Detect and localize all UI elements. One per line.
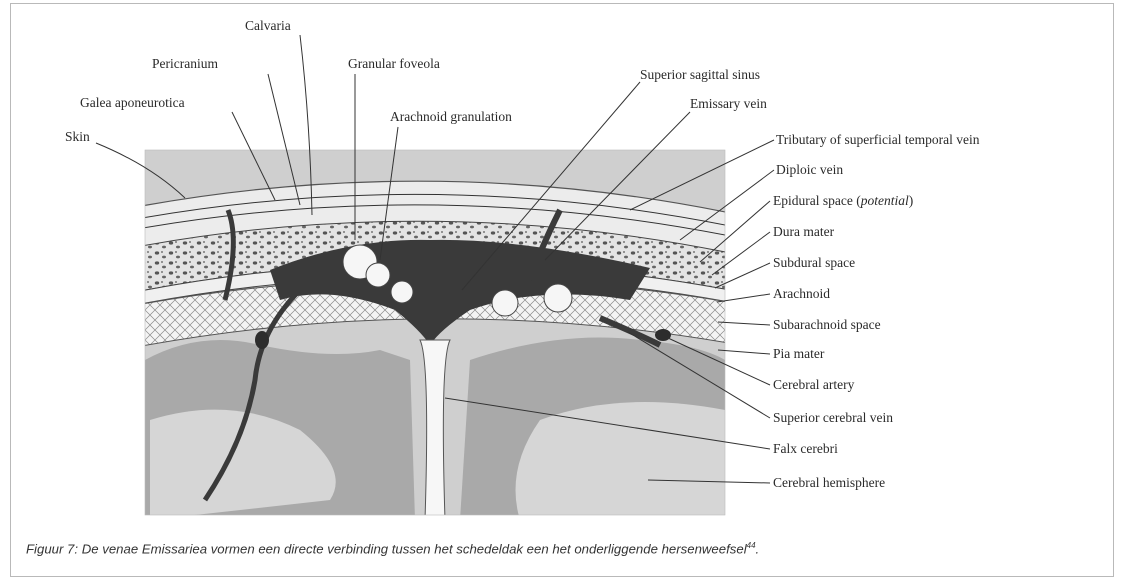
label-falx-cerebri: Falx cerebri — [773, 441, 838, 456]
anatomy-diagram: Calvaria Pericranium Granular foveola Ga… — [0, 0, 1126, 540]
label-arachnoid: Arachnoid — [773, 286, 830, 301]
label-cerebral-hemisphere: Cerebral hemisphere — [773, 475, 885, 490]
label-dura-mater: Dura mater — [773, 224, 835, 239]
label-pia-mater: Pia mater — [773, 346, 825, 361]
label-arachnoid-granulation: Arachnoid granulation — [390, 109, 512, 124]
label-superior-cerebral-vein: Superior cerebral vein — [773, 410, 893, 425]
label-skin: Skin — [65, 129, 90, 144]
leader-pia-mater — [718, 350, 770, 354]
label-tributary-superficial-temporal-vein: Tributary of superficial temporal vein — [776, 132, 980, 147]
label-subdural-space: Subdural space — [773, 255, 855, 270]
label-cerebral-artery: Cerebral artery — [773, 377, 855, 392]
cross-section-illustration — [120, 150, 740, 520]
leader-subarachnoid — [718, 322, 770, 325]
label-subarachnoid-space: Subarachnoid space — [773, 317, 881, 332]
label-granular-foveola: Granular foveola — [348, 56, 440, 71]
label-emissary-vein: Emissary vein — [690, 96, 767, 111]
label-superior-sagittal-sinus: Superior sagittal sinus — [640, 67, 760, 82]
label-calvaria: Calvaria — [245, 18, 291, 33]
label-epidural-space: Epidural space (potential) — [773, 193, 913, 208]
label-pericranium: Pericranium — [152, 56, 218, 71]
figure-caption: Figuur 7: De venae Emissariea vormen een… — [26, 541, 759, 556]
label-galea-aponeurotica: Galea aponeurotica — [80, 95, 185, 110]
label-diploic-vein: Diploic vein — [776, 162, 843, 177]
